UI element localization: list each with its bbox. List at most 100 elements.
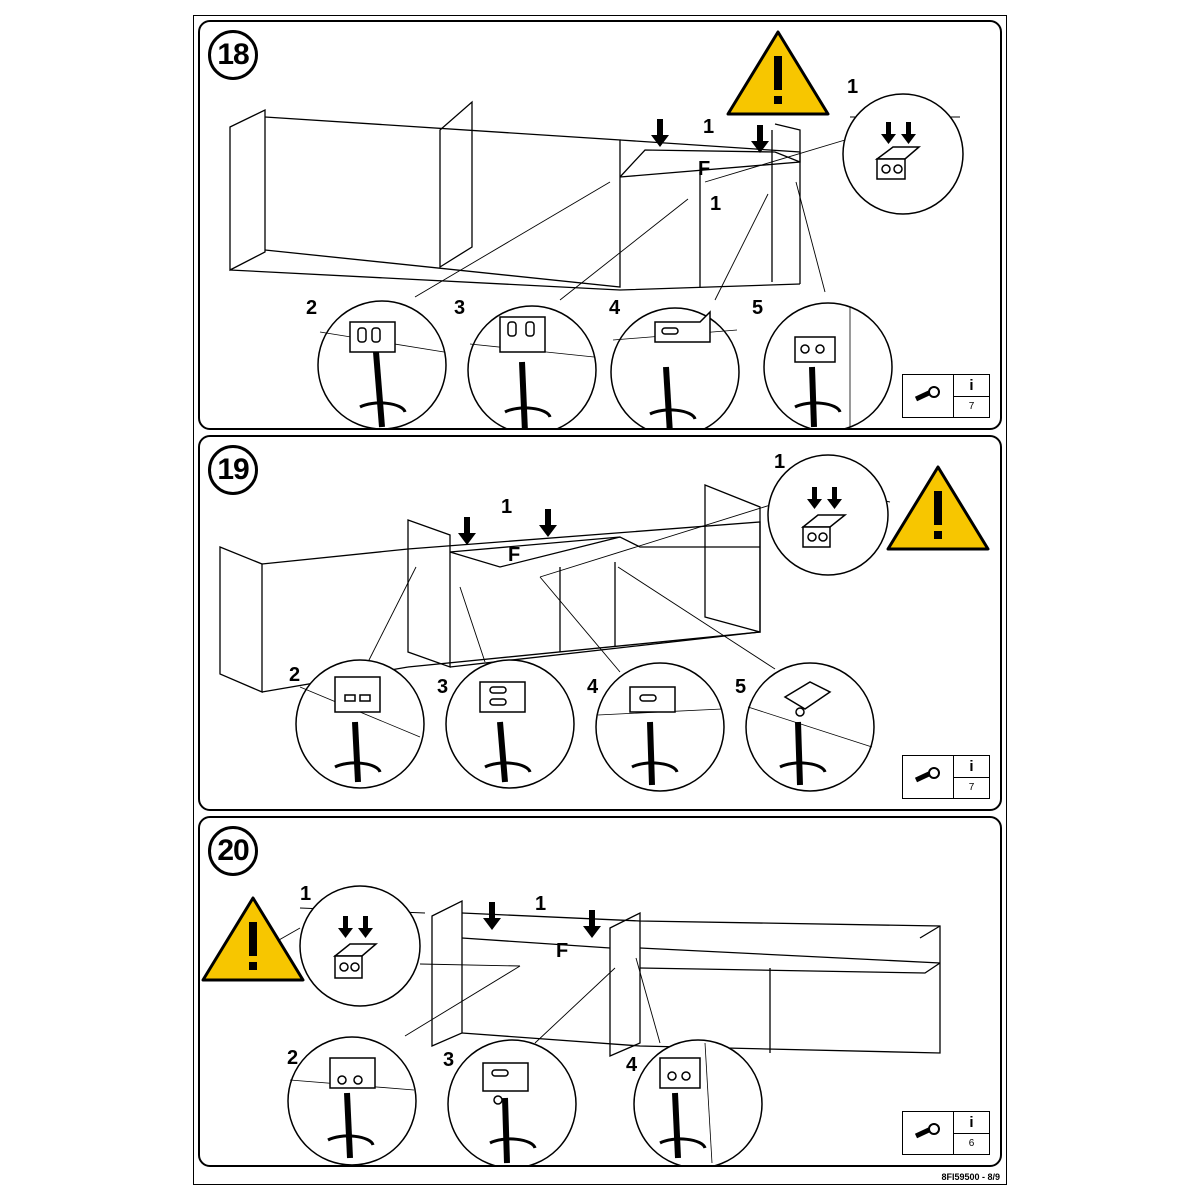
detail-circle-1: [842, 93, 964, 215]
bracket-icon: [329, 1057, 376, 1089]
bracket-icon: [629, 686, 676, 713]
down-arrows: [651, 119, 769, 153]
callout-label: 1: [535, 893, 547, 915]
step-number-badge: 20: [208, 826, 258, 876]
callout-label: 1: [300, 883, 312, 905]
screwdriver-icon: [672, 1092, 681, 1159]
step-18-panel: 18 1 1 F 1 2 3 4 5 i 7: [198, 20, 1002, 430]
callout-label: 1: [501, 496, 513, 518]
warning-icon: [726, 30, 830, 116]
detail-number-label: 4: [626, 1054, 638, 1076]
cabinet-carcass: [461, 912, 941, 1054]
detail-circle-3: [467, 305, 597, 428]
step-number-badge: 18: [208, 30, 258, 80]
bracket-icon: [654, 310, 711, 343]
bracket-icon: [800, 514, 848, 548]
warning-icon: [201, 896, 305, 982]
callout-label: 1: [774, 451, 786, 473]
warning-icon: [886, 465, 990, 551]
cabinet-side-panel: [431, 899, 463, 1047]
detail-number-label: 3: [454, 297, 466, 319]
bracket-icon: [349, 321, 396, 353]
bracket-icon: [874, 146, 922, 180]
detail-circle-5: [745, 662, 875, 792]
screwdriver-icon: [352, 721, 361, 783]
detail-circle-4: [633, 1039, 763, 1165]
detail-circle-2: [287, 1036, 417, 1165]
bracket-icon: [783, 681, 832, 717]
detail-number-label: 2: [306, 297, 318, 319]
screwdriver-icon: [795, 721, 803, 786]
screwdriver-icon: [647, 721, 655, 786]
screwdriver-icon: [373, 351, 385, 428]
detail-circle-5: [763, 302, 893, 428]
panel-letter-label: F: [698, 158, 711, 180]
detail-number-label: 2: [289, 664, 301, 686]
info-symbol: i: [954, 375, 989, 397]
detail-circle-1: [767, 454, 889, 576]
down-arrow-icon: [483, 902, 501, 930]
detail-circle-2: [317, 300, 447, 428]
detail-number-label: 4: [609, 297, 621, 319]
screw-icon: [903, 1112, 954, 1154]
screw-icon: [903, 375, 954, 417]
detail-circle-4: [610, 307, 740, 428]
detail-number-label: 4: [587, 676, 599, 698]
down-arrow-icon: [751, 125, 769, 153]
panel-letter-label: F: [508, 544, 521, 566]
callout-label: 1: [703, 116, 715, 138]
info-symbol: i: [954, 1112, 989, 1134]
down-arrow-icon: [651, 119, 669, 147]
cabinet-side-panel: [219, 546, 263, 693]
cabinet-side-panel: [704, 484, 761, 633]
callout-label: 1: [710, 193, 722, 215]
document-code: 8FI59500 - 8/9: [941, 1172, 1000, 1182]
step-20-illustration: [201, 885, 941, 1165]
down-arrow-icon: [539, 509, 557, 537]
hardware-info-box: i 7: [902, 374, 990, 418]
step-18-illustration: [229, 30, 964, 428]
bracket-icon: [482, 1062, 529, 1105]
screwdriver-icon: [809, 366, 817, 428]
hardware-info-box: i 6: [902, 1111, 990, 1155]
screwdriver-icon: [497, 721, 508, 783]
screw-quantity: 7: [968, 401, 975, 413]
page-frame: [193, 15, 1007, 1185]
bracket-icon: [794, 336, 836, 363]
panel-letter-label: F: [556, 940, 569, 962]
bracket-icon: [334, 676, 381, 713]
step-20-panel: 20 1 1 F 2 3 4 i 6: [198, 816, 1002, 1167]
detail-circle-2: [295, 659, 425, 789]
screwdriver-icon: [502, 1097, 510, 1164]
screw-icon: [903, 756, 954, 798]
bracket-icon: [479, 681, 526, 713]
screwdriver-icon: [519, 361, 528, 428]
callout-label: 1: [847, 76, 859, 98]
detail-circle-3: [447, 1039, 577, 1165]
detail-number-label: 5: [752, 297, 764, 319]
step-19-illustration: [219, 454, 990, 792]
cabinet-divider-panel: [407, 519, 451, 668]
detail-circle-1: [299, 885, 421, 1007]
screwdriver-icon: [663, 366, 673, 428]
down-arrow-icon: [583, 910, 601, 938]
cabinet-side-panel: [229, 108, 266, 272]
step-number-badge: 19: [208, 445, 258, 495]
cabinet-carcass: [264, 116, 621, 288]
down-arrow-icon: [458, 517, 476, 545]
detail-number-label: 3: [443, 1049, 455, 1071]
detail-circle-3: [445, 659, 575, 789]
screw-quantity: 7: [968, 782, 975, 794]
screwdriver-icon: [344, 1092, 353, 1159]
bracket-icon: [659, 1057, 701, 1089]
detail-circle-4: [595, 662, 725, 792]
cabinet-divider-panel: [439, 100, 473, 269]
cabinet-divider-panel: [609, 911, 641, 1057]
bracket-icon: [499, 316, 546, 353]
step-19-panel: 19 1 1 F 2 3 4 5 i 7: [198, 435, 1002, 811]
bracket-icon: [332, 943, 379, 979]
detail-number-label: 2: [287, 1047, 299, 1069]
hardware-info-box: i 7: [902, 755, 990, 799]
info-symbol: i: [954, 756, 989, 778]
detail-number-label: 5: [735, 676, 747, 698]
